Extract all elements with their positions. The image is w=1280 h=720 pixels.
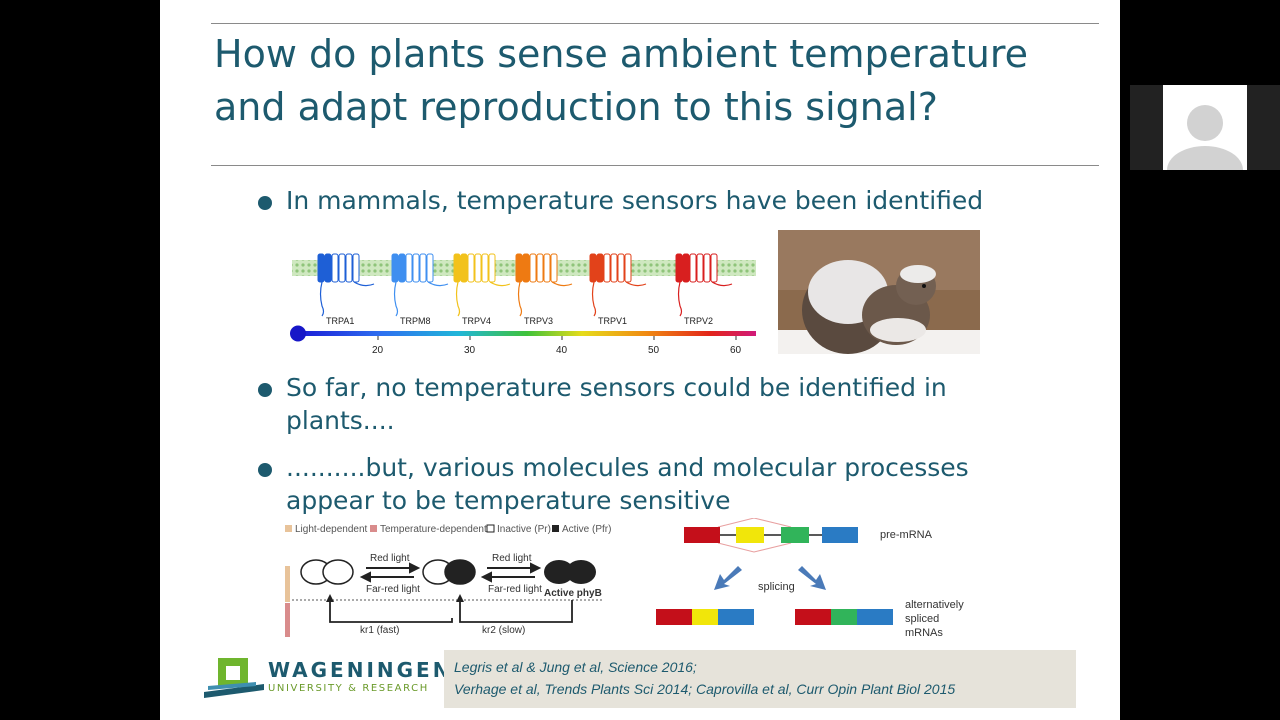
bullet-molecules: ..........but, various molecules and mol… xyxy=(258,451,1018,517)
legend-active: Active (Pfr) xyxy=(562,524,611,535)
slide: How do plants sense ambient temperature … xyxy=(160,0,1120,720)
slide-title: How do plants sense ambient temperature … xyxy=(214,32,1029,129)
references-line-1: Legris et al & Jung et al, Science 2016; xyxy=(454,659,697,675)
trp-channel-trpv2: TRPV2 xyxy=(675,253,733,326)
legend-inactive: Inactive (Pr) xyxy=(497,524,551,535)
trp-channel-trpa1: TRPA1 xyxy=(317,253,375,326)
exon-3 xyxy=(781,527,809,543)
pre-mrna-label: pre-mRNA xyxy=(880,529,933,541)
scale-tick-label: 60 xyxy=(730,345,742,356)
trp-channel-label: TRPV3 xyxy=(524,316,553,326)
legend-temperature-dependent: Temperature-dependent xyxy=(380,524,487,535)
far-red-light-label-2: Far-red light xyxy=(488,584,542,595)
kr1-label: kr1 (fast) xyxy=(360,625,399,636)
bullet-dot-icon xyxy=(258,383,272,397)
scale-tick-label: 20 xyxy=(372,345,384,356)
mrnas-label: mRNAs xyxy=(905,627,943,639)
scale-start-marker xyxy=(290,325,306,342)
temperature-scale-bar xyxy=(298,331,756,336)
trp-channel-label: TRPM8 xyxy=(400,316,431,326)
trp-channel-label: TRPV1 xyxy=(598,316,627,326)
snow-squirrel-photo xyxy=(778,230,980,354)
active-dimer xyxy=(544,560,574,584)
splicing-arrow-left-icon xyxy=(714,566,742,590)
references-line-2: Verhage et al, Trends Plants Sci 2014; C… xyxy=(454,681,956,697)
bullet-text: ..........but, various molecules and mol… xyxy=(286,453,969,515)
trp-channel-figure: TRPA1 TRPM8 TRPV4 TRPV3 TRPV1 TRPV2 20 30 40 50 6… xyxy=(290,253,756,356)
bullet-text: So far, no temperature sensors could be … xyxy=(286,373,947,435)
red-light-label-2: Red light xyxy=(492,553,532,564)
splicing-arrow-right-icon xyxy=(798,566,826,590)
alternatively-label: alternatively xyxy=(905,599,964,611)
red-light-label-1: Red light xyxy=(370,553,410,564)
participant-video-tile[interactable] xyxy=(1130,85,1280,170)
legend-active-swatch xyxy=(552,525,559,532)
wageningen-logo-icon xyxy=(204,658,264,698)
user-avatar-icon xyxy=(1163,85,1247,170)
exon-4 xyxy=(822,527,858,543)
bullet-mammals: In mammals, temperature sensors have bee… xyxy=(258,184,1018,217)
legend-light-dependent: Light-dependent xyxy=(295,524,368,535)
trp-channel-trpm8: TRPM8 xyxy=(391,253,449,326)
scale-tick-label: 50 xyxy=(648,345,660,356)
bullet-dot-icon xyxy=(258,463,272,477)
exon-1 xyxy=(684,527,720,543)
bullet-plants: So far, no temperature sensors could be … xyxy=(258,371,1018,437)
mrna-b-exon-1 xyxy=(795,609,831,625)
legend-temperature-swatch xyxy=(370,525,377,532)
mrna-a-exon-2 xyxy=(692,609,718,625)
bullet-dot-icon xyxy=(258,196,272,210)
mrna-b-exon-4 xyxy=(857,609,893,625)
top-rule xyxy=(211,23,1099,24)
active-phyb-label: Active phyB xyxy=(544,588,602,599)
mrna-a-exon-4 xyxy=(718,609,754,625)
exon-2 xyxy=(736,527,764,543)
participant-thumbnail xyxy=(1163,85,1247,170)
references-box: Legris et al & Jung et al, Science 2016;… xyxy=(444,650,1076,708)
mrna-a-exon-1 xyxy=(656,609,692,625)
scale-tick-label: 40 xyxy=(556,345,568,356)
splicing-figure: pre-mRNA splicing alternatively spliced … xyxy=(656,518,964,639)
trp-channel-label: TRPV4 xyxy=(462,316,491,326)
kr2-label: kr2 (slow) xyxy=(482,625,525,636)
trp-channel-trpv1: TRPV1 xyxy=(589,253,647,326)
legend-light-swatch xyxy=(285,525,292,532)
light-dependent-bar xyxy=(285,566,290,602)
bullet-text: In mammals, temperature sensors have bee… xyxy=(286,186,984,215)
logo-subtitle: UNIVERSITY & RESEARCH xyxy=(268,683,429,694)
phyb-figure: Light-dependent Temperature-dependent In… xyxy=(285,524,611,637)
temperature-dependent-bar xyxy=(285,603,290,637)
legend-inactive-swatch xyxy=(486,524,495,533)
scale-tick-label: 30 xyxy=(464,345,476,356)
spliced-label: spliced xyxy=(905,613,939,625)
trp-channel-label: TRPV2 xyxy=(684,316,713,326)
far-red-light-label-1: Far-red light xyxy=(366,584,420,595)
trp-channel-trpv4: TRPV4 xyxy=(453,253,511,326)
logo-wordmark: WAGENINGEN xyxy=(268,658,453,682)
mrna-b-exon-3 xyxy=(831,609,857,625)
splicing-label: splicing xyxy=(758,581,795,593)
trp-channel-label: TRPA1 xyxy=(326,316,354,326)
title-rule xyxy=(211,165,1099,166)
trp-channel-trpv3: TRPV3 xyxy=(515,253,573,326)
